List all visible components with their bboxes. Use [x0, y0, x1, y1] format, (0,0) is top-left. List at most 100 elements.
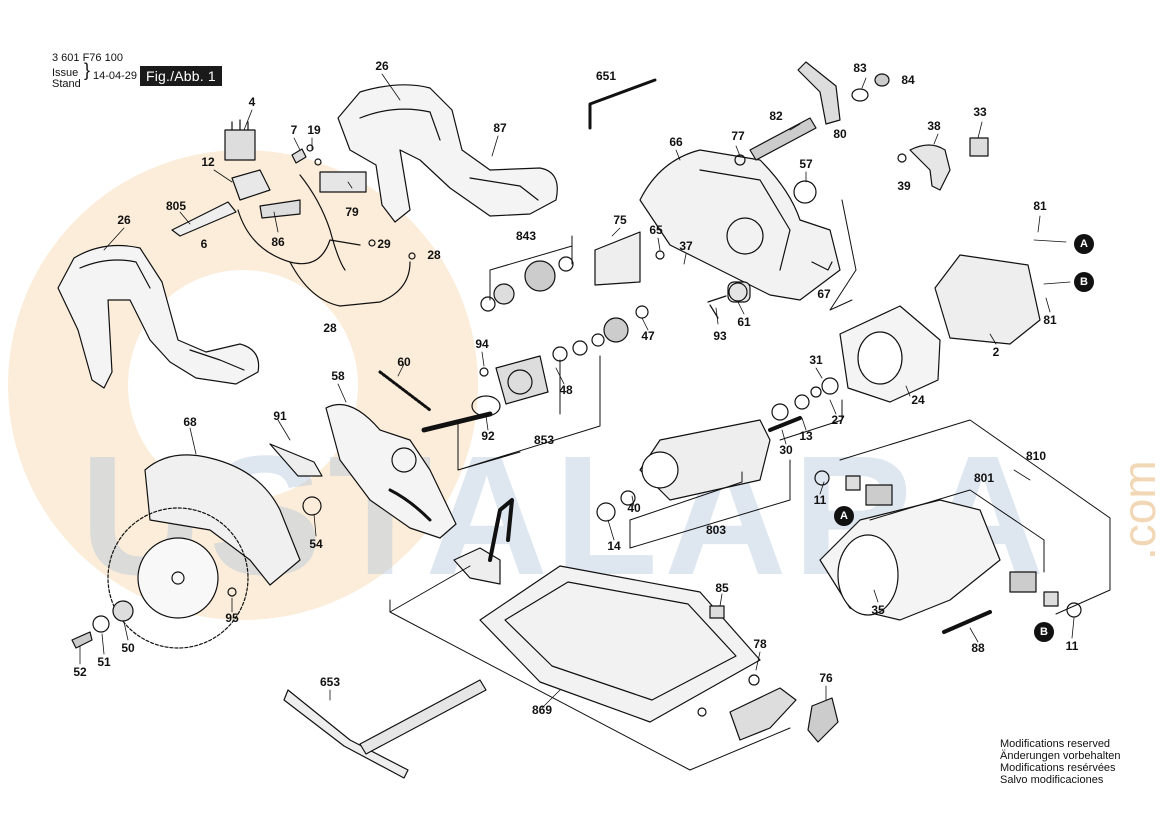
part-label: 75: [613, 213, 627, 227]
blade-guard: [107, 454, 301, 649]
motor-housing: [814, 470, 1082, 634]
part-label: 4: [248, 95, 256, 109]
ref-marker-a: A: [834, 506, 854, 526]
part-label: 803: [705, 523, 727, 537]
part-label: 94: [475, 337, 489, 351]
part-label: 67: [817, 287, 831, 301]
part-label: 77: [731, 129, 745, 143]
brace: }: [84, 60, 91, 80]
part-label: 82: [769, 109, 783, 123]
part-label: 2: [992, 345, 1000, 359]
note-line: Modifications resérvées: [1000, 762, 1116, 774]
part-label: 38: [927, 119, 941, 133]
base-plate: [453, 498, 761, 723]
part-label: 47: [641, 329, 655, 343]
part-label: 7: [290, 123, 298, 137]
blade-lock: [734, 61, 890, 166]
part-label: 57: [799, 157, 813, 171]
hex-key: [588, 78, 657, 130]
part-label: 810: [1025, 449, 1047, 463]
issue-label: Issue: [52, 67, 79, 79]
part-label: 805: [165, 199, 187, 213]
part-label: 6: [200, 237, 208, 251]
part-label: 50: [121, 641, 135, 655]
gear-housing: [639, 149, 841, 303]
part-label: 29: [377, 237, 391, 251]
part-label: 13: [799, 429, 813, 443]
part-label: 65: [649, 223, 663, 237]
part-label: 76: [819, 671, 833, 685]
armature: [596, 377, 839, 522]
explosion-lines: [389, 199, 1111, 771]
part-label: 653: [319, 675, 341, 689]
leader-lines: [79, 73, 1075, 709]
figure-label: Fig./Abb. 1: [140, 66, 222, 86]
part-label: 14: [607, 539, 621, 553]
part-label: 87: [493, 121, 507, 135]
part-label: 27: [831, 413, 845, 427]
part-label: 54: [309, 537, 323, 551]
stand-label: Stand: [52, 78, 81, 90]
note-line: Änderungen vorbehalten: [1000, 750, 1121, 762]
part-label: 58: [331, 369, 345, 383]
part-label: 81: [1033, 199, 1047, 213]
part-label: 88: [971, 641, 985, 655]
part-label: 801: [973, 471, 995, 485]
part-label: 35: [871, 603, 885, 617]
lower-guard: [325, 403, 457, 539]
part-label: 93: [713, 329, 727, 343]
riving-knife-screw: [269, 443, 323, 477]
part-label: 853: [533, 433, 555, 447]
part-label: 26: [375, 59, 389, 73]
spindle: [421, 411, 493, 433]
ref-marker-b: B: [1034, 622, 1054, 642]
part-label: 40: [627, 501, 641, 515]
rear-handle: [337, 84, 558, 223]
part-label: 11: [813, 493, 827, 507]
note-line: Salvo modificaciones: [1000, 774, 1104, 786]
part-label: 85: [715, 581, 729, 595]
part-label: 26: [117, 213, 131, 227]
front-handle: [57, 244, 260, 389]
part-label: 24: [911, 393, 925, 407]
part-label: 68: [183, 415, 197, 429]
ref-marker-a: A: [1074, 234, 1094, 254]
parallel-guide: [283, 674, 839, 779]
part-label: 28: [427, 248, 441, 262]
part-label: 66: [669, 135, 683, 149]
part-label: 60: [397, 355, 411, 369]
part-label: 81: [1043, 313, 1057, 327]
field-and-fan-guide: [839, 254, 1041, 403]
part-label: 11: [1065, 639, 1079, 653]
part-label: 84: [901, 73, 915, 87]
part-label: 91: [273, 409, 287, 423]
part-label: 30: [779, 443, 793, 457]
part-label: 37: [679, 239, 693, 253]
part-label: 51: [97, 655, 111, 669]
part-label: 92: [481, 429, 495, 443]
part-label: 28: [323, 321, 337, 335]
note-line: Modifications reserved: [1000, 738, 1111, 750]
part-label: 48: [559, 383, 573, 397]
circlip: [302, 496, 322, 516]
part-label: 61: [737, 315, 751, 329]
part-label: 80: [833, 127, 847, 141]
modifications-notice: Modifications reserved Änderungen vorbeh…: [1000, 738, 1120, 786]
part-label: 39: [897, 179, 911, 193]
part-label: 843: [515, 229, 537, 243]
blade-fasteners: [71, 600, 134, 649]
part-label: 95: [225, 611, 239, 625]
part-label: 78: [753, 637, 767, 651]
ref-marker-b: B: [1074, 272, 1094, 292]
part-label: 33: [973, 105, 987, 119]
part-label: 83: [853, 61, 867, 75]
part-label: 19: [307, 123, 321, 137]
part-label: 869: [531, 703, 553, 717]
switch-assembly: [171, 119, 416, 307]
screw: [227, 587, 237, 597]
spring: [378, 370, 432, 412]
part-label: 31: [809, 353, 823, 367]
part-label: 12: [201, 155, 215, 169]
